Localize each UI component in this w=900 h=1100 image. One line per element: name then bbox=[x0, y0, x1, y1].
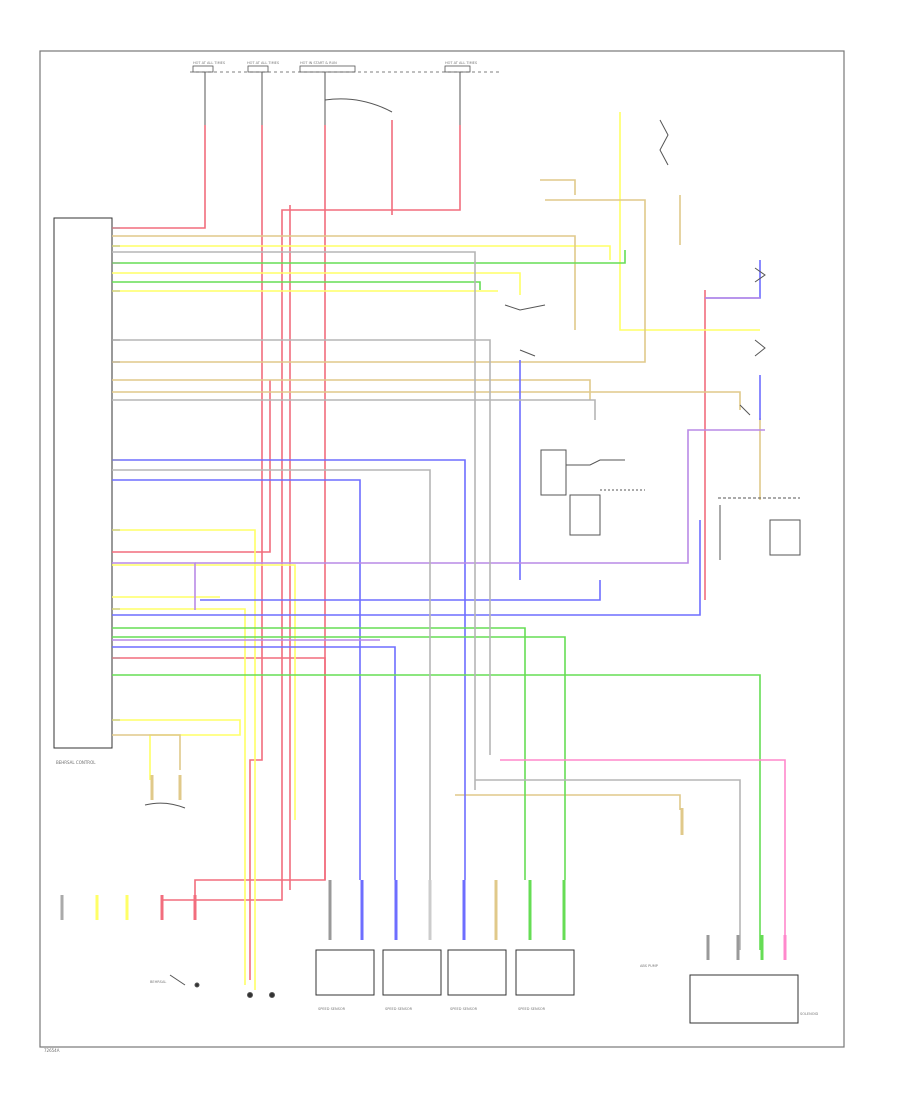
ecu-module bbox=[53, 217, 113, 749]
green-wires bbox=[112, 250, 761, 950]
left-lower-connectors bbox=[60, 775, 275, 998]
red-wires bbox=[112, 120, 706, 980]
fuse-panel bbox=[190, 65, 500, 73]
tan-wires bbox=[112, 179, 761, 810]
speed-sensor-label-2: SPEED SENSOR bbox=[385, 1007, 413, 1011]
sensor-pins bbox=[328, 808, 787, 960]
fuse-label-3: HOT IN START & RUN bbox=[300, 61, 337, 65]
right-components bbox=[659, 119, 801, 560]
fuse-label-2: HOT AT ALL TIMES bbox=[247, 61, 280, 65]
speed-sensor-boxes bbox=[315, 949, 799, 1024]
fuse-label-4: HOT AT ALL TIMES bbox=[445, 61, 478, 65]
gray-wires bbox=[112, 251, 741, 950]
speed-sensor-label-1: SPEED SENSOR bbox=[318, 1007, 346, 1011]
ecu-label: BEHRSAL CONTROL bbox=[56, 760, 96, 765]
yellow-wires bbox=[112, 112, 760, 990]
center-components bbox=[504, 304, 645, 536]
speed-sensor-label-3: SPEED SENSOR bbox=[450, 1007, 478, 1011]
pink-wire bbox=[500, 759, 786, 950]
ecu-pin-ticks bbox=[112, 227, 120, 721]
diagram-frame bbox=[39, 50, 845, 1048]
violet-wires bbox=[112, 297, 765, 641]
blue-wires bbox=[112, 260, 761, 880]
fuse-label-1: HOT AT ALL TIMES bbox=[193, 61, 226, 65]
bottom-label-1: BEHRSAL bbox=[150, 980, 166, 984]
fuse-drops bbox=[204, 72, 461, 125]
footer-code: 72654A bbox=[44, 1048, 60, 1053]
bottom-label-2: ABS PUMP bbox=[640, 964, 658, 968]
bottom-label-3: SOLENOID bbox=[800, 1012, 819, 1016]
speed-sensor-label-4: SPEED SENSOR bbox=[518, 1007, 546, 1011]
